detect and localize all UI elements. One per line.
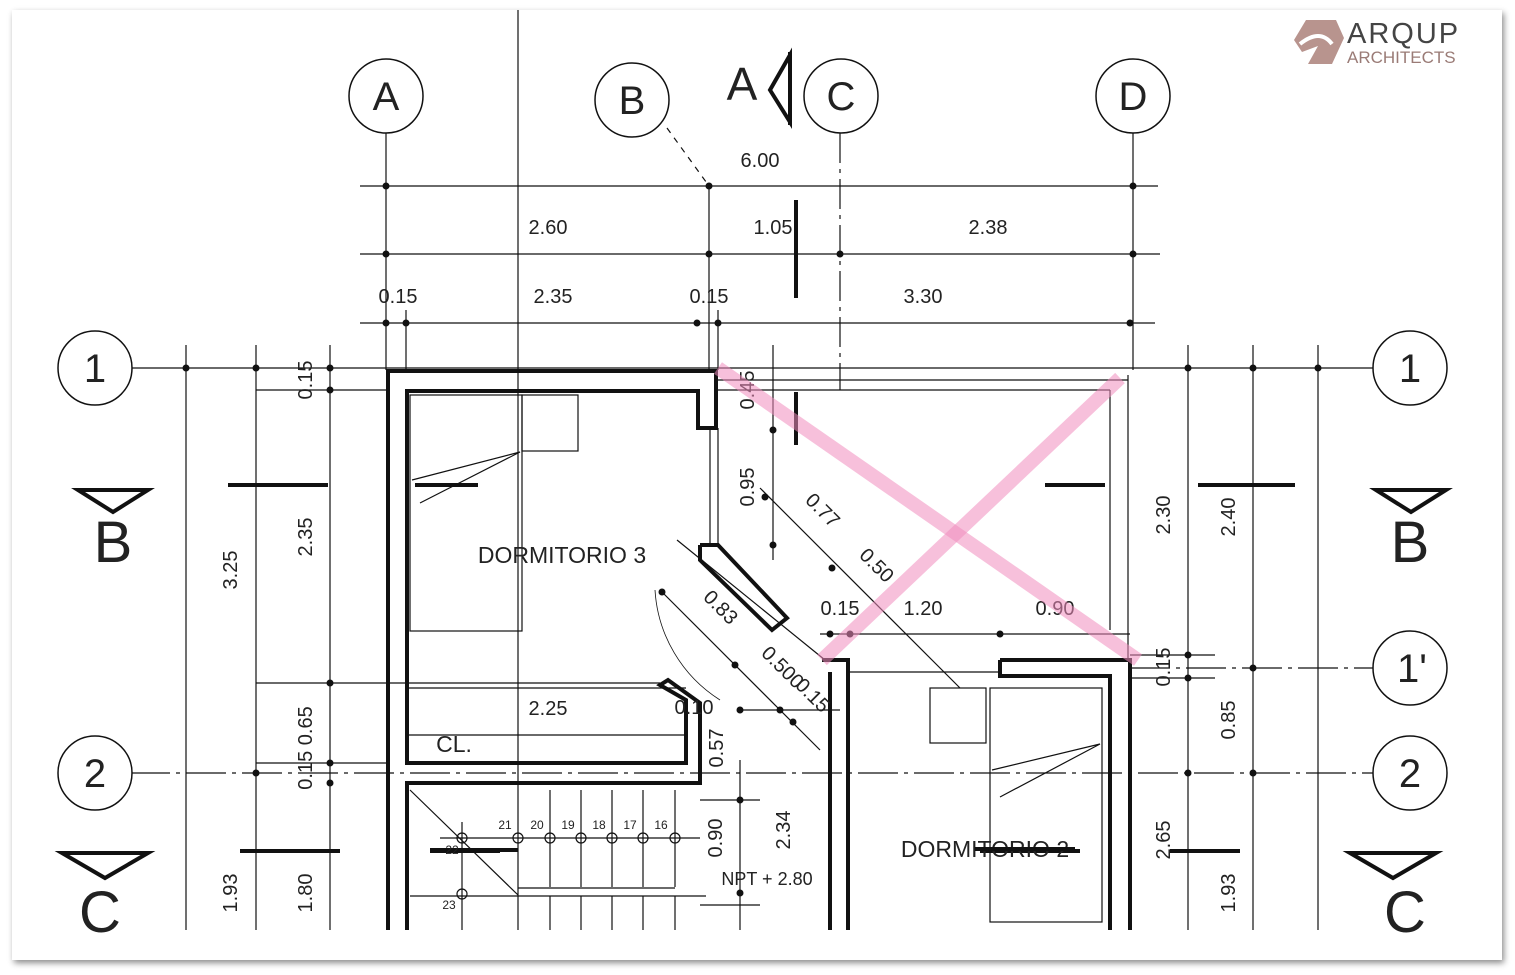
dim: 2.34 xyxy=(773,811,795,850)
dim: 2.60 xyxy=(529,217,568,239)
grid-bubbles xyxy=(57,58,1448,811)
section-label-c-right: C xyxy=(1384,880,1426,945)
arqup-logo: ARQUP ARCHITECTS xyxy=(1292,18,1492,73)
logo-mark-icon xyxy=(1294,20,1344,64)
dim: 0.15 xyxy=(821,598,860,620)
dim: 0.10 xyxy=(675,697,714,719)
dimension-labels: 6.00 2.60 1.05 2.38 0.15 2.35 0.15 3.30 … xyxy=(220,150,1240,912)
dim: 2.35 xyxy=(295,518,317,557)
dim: 0.90 xyxy=(705,819,727,858)
grid-label-1-right: 1 xyxy=(1399,347,1421,391)
dimension-lines xyxy=(130,127,1380,930)
dim: 0.57 xyxy=(706,729,728,768)
dim: 0.15 xyxy=(379,286,418,308)
grid-label-b: B xyxy=(619,79,646,123)
dim: 2.35 xyxy=(534,286,573,308)
room-label-dormitorio-3: DORMITORIO 3 xyxy=(478,542,646,568)
dim: 2.65 xyxy=(1153,821,1175,860)
logo-subtitle: ARCHITECTS xyxy=(1347,48,1456,67)
dim: 0.15 0.65 xyxy=(295,706,317,789)
section-markers xyxy=(54,47,1453,881)
dim: 2.40 xyxy=(1218,498,1240,537)
stair-step: 19 xyxy=(561,818,575,832)
grid-label-2-right: 2 xyxy=(1399,752,1421,796)
void-cross-mark xyxy=(714,362,1142,666)
stair-step: 17 xyxy=(623,818,637,832)
section-label-c-left: C xyxy=(79,880,121,945)
dim: 0.95 xyxy=(737,468,759,507)
dim: 0.15 xyxy=(1153,648,1175,687)
dim: 1.80 xyxy=(295,874,317,913)
dim: 2.38 xyxy=(969,217,1008,239)
dim: 0.85 xyxy=(1218,701,1240,740)
grid-label-1prime-right: 1' xyxy=(1397,647,1427,691)
dim: 3.30 xyxy=(904,286,943,308)
level-label: NPT + 2.80 xyxy=(721,869,812,889)
dim: 0.15 xyxy=(690,286,729,308)
stair-step: 20 xyxy=(530,818,544,832)
stair-step-numbers: 21 20 19 18 17 16 22 23 xyxy=(442,818,668,912)
floor-plan: A B C D 1 2 1 1' 2 A B B C C 6.00 2.60 1… xyxy=(54,10,1453,945)
dim: 0.77 xyxy=(801,489,844,532)
furniture-and-openings xyxy=(407,10,1129,930)
grid-label-2-left: 2 xyxy=(84,752,106,796)
dimension-dots xyxy=(182,182,1322,897)
dim: 1.05 xyxy=(754,217,793,239)
grid-label-a: A xyxy=(373,75,400,119)
dim: 1.93 xyxy=(1218,874,1240,913)
grid-label-c: C xyxy=(827,75,856,119)
stair-step: 23 xyxy=(442,898,456,912)
dim: 0.50 xyxy=(855,544,898,587)
stair-step: 18 xyxy=(592,818,606,832)
room-label-closet: CL. xyxy=(436,731,472,757)
stair-step: 22 xyxy=(445,843,459,857)
dim: 3.25 xyxy=(220,551,242,590)
dim: 2.25 xyxy=(529,698,568,720)
dim: 1.20 xyxy=(904,598,943,620)
section-label-b-right: B xyxy=(1391,510,1430,575)
dim: 0.15 xyxy=(295,361,317,400)
section-label-b-left: B xyxy=(94,510,133,575)
drawing-sheet: A B C D 1 2 1 1' 2 A B B C C 6.00 2.60 1… xyxy=(12,10,1502,960)
stair-step: 16 xyxy=(654,818,668,832)
dim-top-total: 6.00 xyxy=(741,150,780,172)
grid-label-1-left: 1 xyxy=(84,347,106,391)
dim: 2.30 xyxy=(1153,496,1175,535)
dim: 1.93 xyxy=(220,874,242,913)
section-label-a: A xyxy=(727,58,758,110)
logo-name: ARQUP xyxy=(1347,18,1461,50)
grid-label-d: D xyxy=(1119,75,1148,119)
stair-step: 21 xyxy=(498,818,512,832)
